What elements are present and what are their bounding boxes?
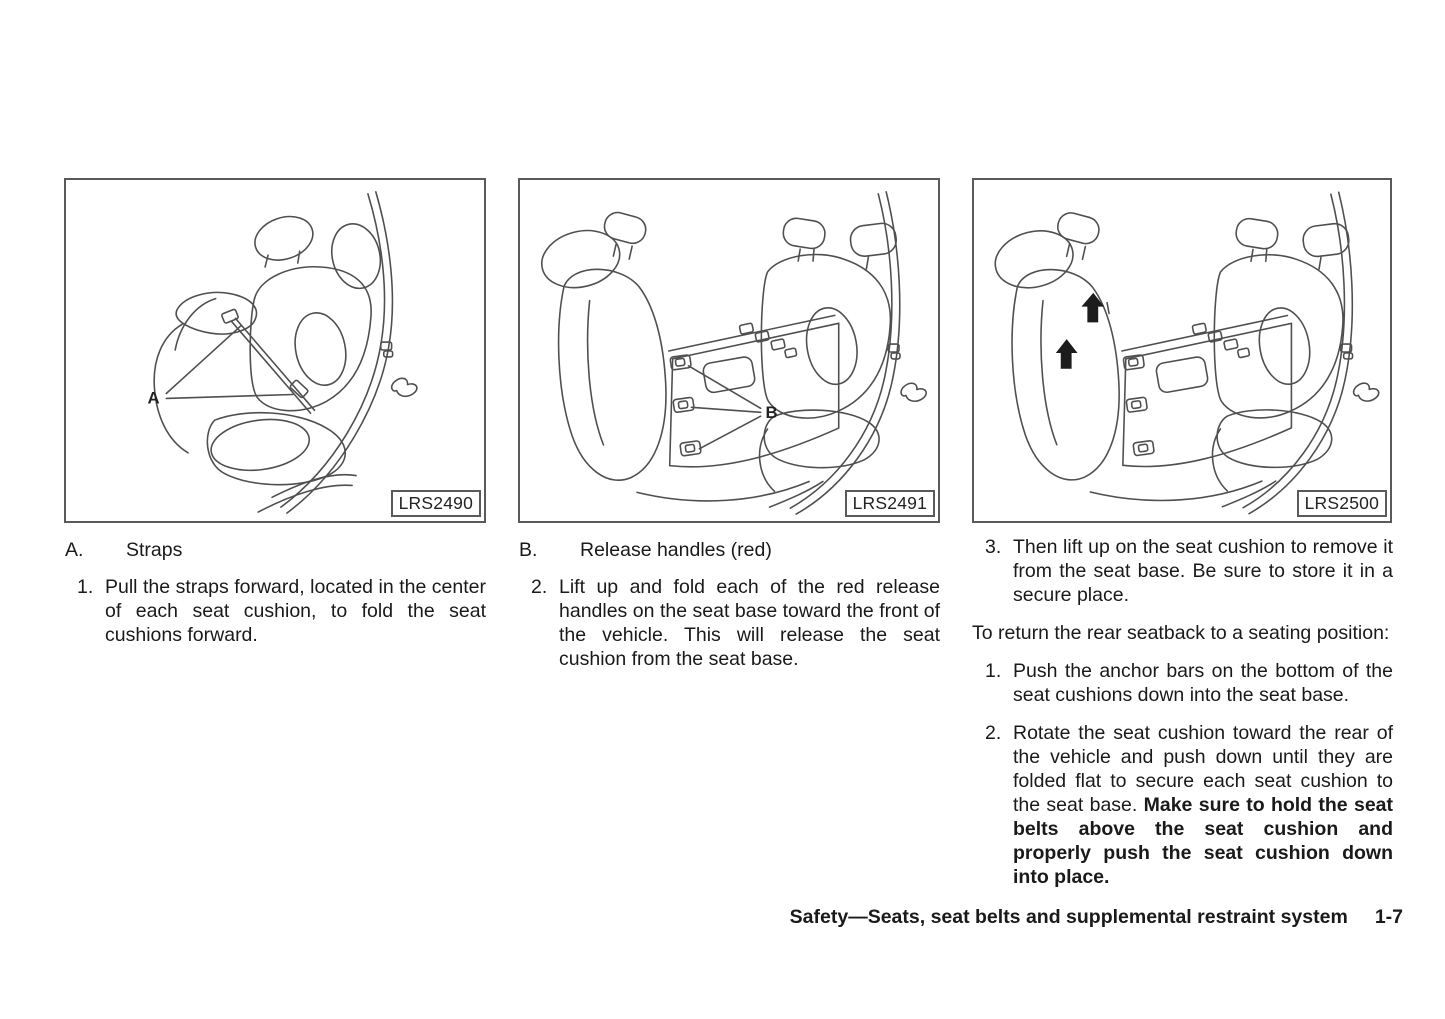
- seat-base: [667, 314, 840, 360]
- figure-panel-straps: A LRS2490: [64, 178, 486, 523]
- up-arrow-icon: [1081, 292, 1105, 323]
- step-number: 2.: [531, 576, 548, 598]
- figure-code: LRS2490: [390, 490, 481, 517]
- callout-letter: B: [766, 403, 778, 422]
- door-frame-line: [1242, 193, 1346, 509]
- headrest: [1302, 222, 1350, 258]
- seat-base: [1121, 314, 1293, 360]
- callout-leader-lines: [165, 324, 294, 400]
- seat-cushion: [763, 409, 880, 469]
- door-frame-line: [789, 193, 893, 509]
- door-frame-line: [286, 191, 394, 514]
- instruction-step: 2. Lift up and fold each of the red rele…: [518, 575, 940, 671]
- caption-release-handles: B. Release handles (red): [519, 538, 940, 562]
- instruction-step: 3. Then lift up on the seat cushion to r…: [972, 535, 1393, 607]
- column-release-handles: B. Release handles (red) 2. Lift up and …: [518, 538, 940, 685]
- page-footer: Safety—Seats, seat belts and supplementa…: [790, 906, 1403, 929]
- door-hook: [390, 377, 418, 398]
- release-handles: [669, 354, 702, 457]
- door-frame-line: [1248, 191, 1354, 515]
- strap: [230, 317, 316, 415]
- seat-cushion: [206, 411, 347, 486]
- footer-section-title: Safety—Seats, seat belts and supplementa…: [789, 906, 1348, 928]
- headrest: [1057, 212, 1100, 245]
- headrest: [331, 223, 382, 290]
- callout-leader-lines: [687, 365, 762, 450]
- caption-text: Straps: [126, 539, 183, 561]
- headrest: [782, 217, 826, 250]
- folded-seatback: [1011, 268, 1120, 481]
- door-hook: [900, 382, 928, 403]
- instruction-step: 1. Push the anchor bars on the bottom of…: [972, 659, 1393, 707]
- seat-cushion: [1216, 409, 1333, 469]
- headrest: [849, 222, 898, 257]
- headrest: [603, 211, 647, 245]
- page-number: 1-7: [1374, 906, 1403, 928]
- step-text: Lift up and fold each of the red release…: [559, 576, 940, 670]
- column-remove-cushion: 3. Then lift up on the seat cushion to r…: [972, 535, 1393, 903]
- storage-bin: [1155, 356, 1209, 394]
- seatback: [249, 266, 372, 412]
- figure-panel-lift-cushion: LRS2500: [972, 178, 1392, 523]
- instruction-step: 1. Pull the straps forward, located in t…: [64, 575, 486, 647]
- headrest: [1235, 217, 1279, 250]
- strap-buckle: [289, 379, 309, 399]
- anchor-bars: [1122, 354, 1155, 457]
- headrest: [994, 230, 1074, 289]
- figure-code: LRS2500: [1296, 490, 1387, 517]
- figure-code: LRS2491: [844, 490, 935, 517]
- folded-seatback: [557, 268, 667, 481]
- up-arrow-icon: [1055, 339, 1078, 369]
- caption-label: A.: [65, 539, 84, 561]
- caption-straps: A. Straps: [65, 538, 486, 562]
- step-number: 2.: [985, 722, 1002, 744]
- callout-letter: A: [147, 388, 159, 407]
- step-number: 1.: [77, 576, 94, 598]
- door-hook: [1352, 382, 1380, 402]
- step-text: Rotate the seat cushion toward the rear …: [1013, 722, 1393, 816]
- seatback: [760, 253, 892, 419]
- caption-text: Release handles (red): [580, 539, 772, 561]
- return-seatback-intro: To return the rear seatback to a seating…: [972, 622, 1390, 644]
- seatback: [1213, 253, 1344, 419]
- caption-label: B.: [519, 539, 538, 561]
- figure-panel-release-handles: B LRS2491: [518, 178, 940, 523]
- instruction-step: 2. Rotate the seat cushion toward the re…: [972, 721, 1393, 889]
- step-number: 1.: [985, 660, 1002, 682]
- column-straps: A. Straps 1. Pull the straps forward, lo…: [64, 538, 486, 661]
- step-text-emphasis: Make sure to hold the seat belts above t…: [1013, 794, 1393, 888]
- step-text: Push the anchor bars on the bottom of th…: [1013, 660, 1393, 706]
- step-text: Then lift up on the seat cushion to remo…: [1013, 536, 1393, 606]
- headrest: [541, 229, 621, 289]
- seat-straps-illustration: A: [147, 191, 418, 514]
- seat-release-handles-illustration: B: [541, 191, 928, 515]
- storage-bin: [702, 356, 756, 394]
- seat-cushion-removal-illustration: [994, 191, 1380, 515]
- step-text: Pull the straps forward, located in the …: [105, 576, 486, 646]
- door-frame-line: [795, 191, 901, 515]
- step-number: 3.: [985, 536, 1002, 558]
- headrest: [254, 215, 314, 261]
